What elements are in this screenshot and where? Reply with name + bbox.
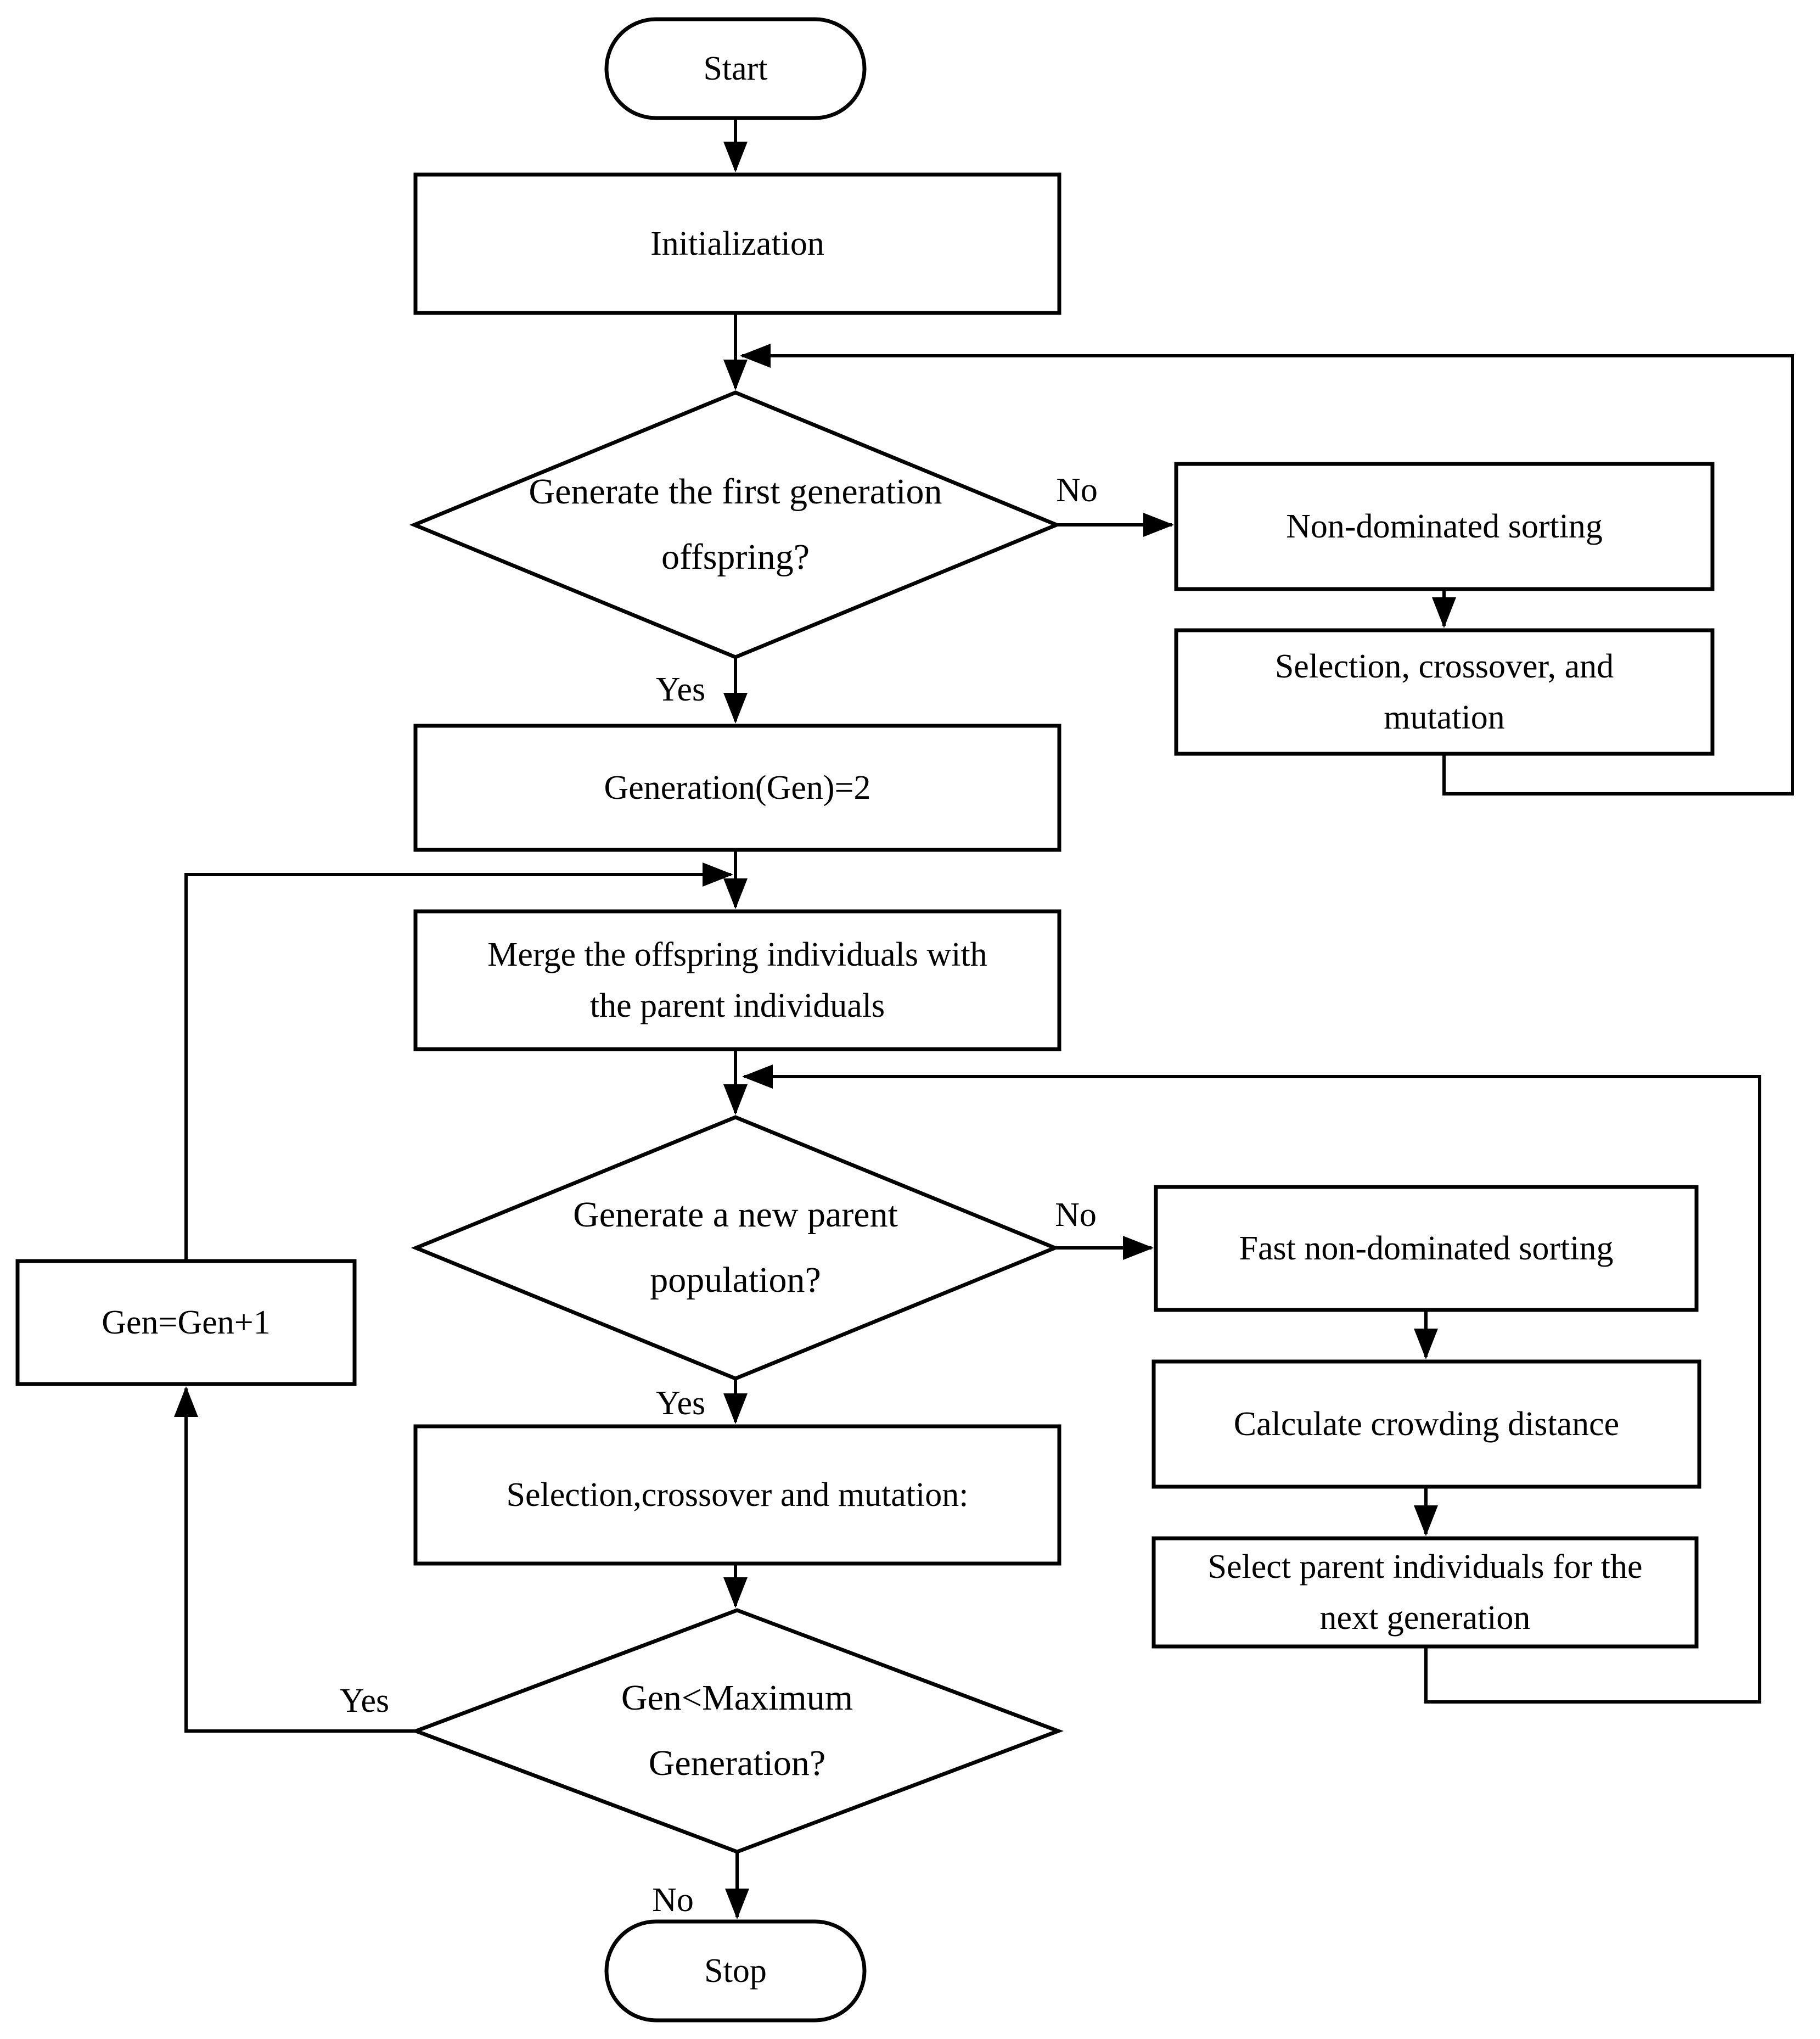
non-dominated-sorting-label: Non-dominated sorting [1286, 507, 1603, 545]
edge-select-parent-loop-back [742, 1065, 1761, 1704]
first-offspring-no-label: No [1056, 472, 1098, 509]
generation-gen-2-shape [413, 724, 1061, 852]
edge-gen-increment-loop [184, 862, 733, 1261]
edge-third-decision-yes [174, 1386, 416, 1733]
new-parent-no-label: No [1055, 1196, 1097, 1234]
gen-increment-label: Gen=Gen+1 [102, 1303, 271, 1341]
gen-increment-shape [15, 1259, 357, 1386]
first-offspring-yes-label: Yes [655, 671, 706, 708]
first-offspring-decision-label: Generate the first generation offspring? [529, 472, 942, 577]
start-label: Start [703, 49, 768, 87]
start-terminator-shape [604, 17, 867, 120]
stop-terminator-shape [604, 1919, 867, 2023]
fast-non-dominated-sorting-shape [1154, 1185, 1699, 1312]
max-generation-decision-label: Gen<Maximum Generation? [621, 1678, 853, 1783]
selection-crossover-mutation-shape [1174, 628, 1715, 756]
new-parent-decision-shape [411, 1115, 1060, 1381]
max-generation-decision-shape [411, 1608, 1064, 1854]
first-offspring-decision-shape [409, 390, 1062, 659]
initialization-shape [413, 172, 1061, 315]
merge-shape [413, 909, 1061, 1051]
selection-crossover-mutation-colon-label: Selection,crossover and mutation: [506, 1476, 969, 1514]
selection-crossover-mutation-colon-shape [413, 1424, 1061, 1566]
non-dominated-sorting-shape [1174, 462, 1715, 591]
stop-label: Stop [704, 1952, 767, 1990]
new-parent-yes-label: Yes [655, 1385, 706, 1422]
selection-crossover-mutation-label: Selection, crossover, and mutation [1274, 647, 1614, 736]
generation-gen-2-label: Generation(Gen)=2 [604, 769, 871, 806]
max-generation-no-label: No [652, 1881, 694, 1919]
initialization-label: Initialization [650, 225, 824, 262]
fast-non-dominated-sorting-label: Fast non-dominated sorting [1239, 1229, 1614, 1267]
select-parent-individuals-label: Select parent individuals for the next g… [1207, 1548, 1643, 1637]
merge-label: Merge the offspring individuals with the… [487, 936, 987, 1024]
calculate-crowding-distance-label: Calculate crowding distance [1233, 1405, 1620, 1443]
max-generation-yes-label: Yes [339, 1682, 390, 1719]
edge-selection-loop-back [740, 344, 1794, 796]
new-parent-decision-label: Generate a new parent population? [573, 1195, 898, 1300]
select-parent-individuals-shape [1151, 1536, 1699, 1649]
calculate-crowding-distance-shape [1151, 1359, 1701, 1489]
